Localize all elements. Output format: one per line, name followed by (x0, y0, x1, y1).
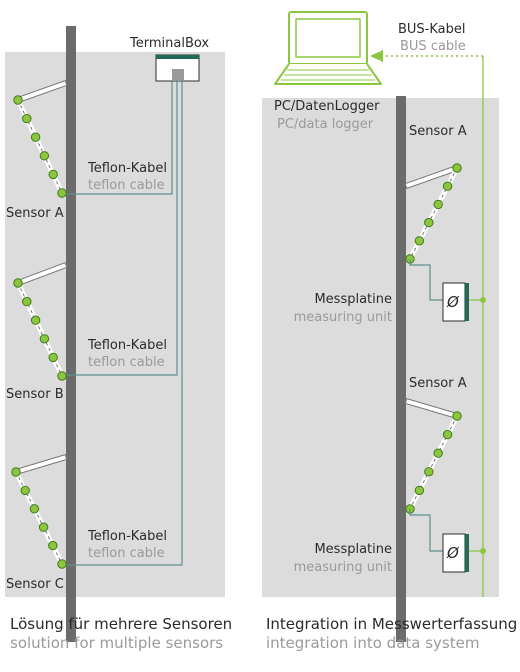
sensor-label-a: Sensor A (6, 206, 64, 221)
right-panel-background (262, 98, 499, 597)
sensor-label-c: Sensor C (6, 577, 64, 592)
cable-1-label-de: Teflon-Kabel (87, 161, 167, 176)
sensor-node (48, 352, 58, 363)
left-sensor-1 (13, 80, 68, 198)
sensor-node (424, 467, 434, 477)
left-sensor-2 (13, 262, 68, 381)
sensor-node (39, 334, 50, 344)
sensor-node (57, 188, 67, 198)
left-wall (66, 26, 76, 642)
sensor-node (29, 504, 40, 514)
sensor-node (433, 199, 443, 210)
terminal-box-label: TerminalBox (129, 36, 209, 51)
measuring-unit-1-symbol: Ø (446, 293, 460, 311)
sensor-node (30, 315, 41, 325)
left-sensor-3 (11, 453, 68, 569)
measuring-unit-1: Ø (442, 282, 469, 322)
left-caption-de: Lösung für mehrere Sensoren (10, 615, 232, 633)
sensor-node (424, 217, 434, 228)
sensor-node (30, 132, 41, 142)
cable-2-label-en: teflon cable (88, 355, 165, 370)
bus-arrow-icon (370, 50, 383, 62)
unit-1-label-de: Messplatine (314, 292, 392, 307)
sensor-node (452, 411, 462, 421)
pc-label-de: PC/DatenLogger (274, 99, 380, 114)
measuring-unit-2-symbol: Ø (446, 544, 460, 562)
sensor-node (13, 95, 23, 105)
pc-label-en: PC/data logger (277, 117, 374, 132)
teflon-cable-2 (64, 80, 178, 376)
cable-3-label-en: teflon cable (88, 546, 165, 561)
cable-1-label-en: teflon cable (88, 178, 165, 193)
sensor-node (442, 429, 453, 440)
cable-3-label-de: Teflon-Kabel (87, 529, 167, 544)
sensor-node (442, 181, 453, 191)
left-panel-background (5, 52, 225, 597)
right-sensor-2-label: Sensor A (409, 376, 467, 391)
terminal-box (155, 54, 200, 82)
right-caption-en: integration into data system (266, 634, 479, 652)
sensor-node (48, 169, 58, 180)
sensor-label-b: Sensor B (6, 387, 64, 402)
sensor-node (39, 151, 50, 161)
sensor-node (20, 485, 30, 496)
sensor-node (57, 559, 67, 569)
sensor-node (38, 522, 49, 532)
unit-2-label-en: measuring unit (294, 560, 392, 575)
bus-label-de: BUS-Kabel (398, 22, 466, 37)
bus-label-en: BUS cable (400, 39, 466, 54)
sensor-node (452, 163, 462, 173)
teflon-cable-1 (64, 80, 173, 195)
right-sensor-2 (404, 397, 462, 514)
sensor-node (13, 278, 23, 288)
bus-cable (370, 50, 486, 597)
sensor-node (22, 296, 32, 307)
laptop-icon (274, 11, 382, 85)
measuring-unit-2: Ø (442, 533, 469, 573)
sensor-node (414, 485, 425, 496)
sensor-node (22, 113, 32, 124)
unit-1-label-en: measuring unit (294, 310, 392, 325)
left-caption-en: solution for multiple sensors (10, 634, 223, 652)
unit-connectors (409, 259, 443, 552)
right-sensor-1-label: Sensor A (409, 124, 467, 139)
sensor-node (433, 448, 443, 458)
sensor-node (11, 467, 21, 477)
teflon-cables (64, 80, 183, 566)
sensor-node (48, 540, 58, 551)
cable-2-label-de: Teflon-Kabel (87, 338, 167, 353)
sensor-node (414, 236, 425, 246)
right-sensor-1 (404, 163, 462, 264)
unit-2-label-de: Messplatine (314, 542, 392, 557)
right-caption-de: Integration in Messwerterfassung (266, 615, 517, 633)
sensor-node (57, 371, 67, 381)
teflon-cable-3 (64, 80, 183, 566)
right-wall (396, 96, 406, 642)
